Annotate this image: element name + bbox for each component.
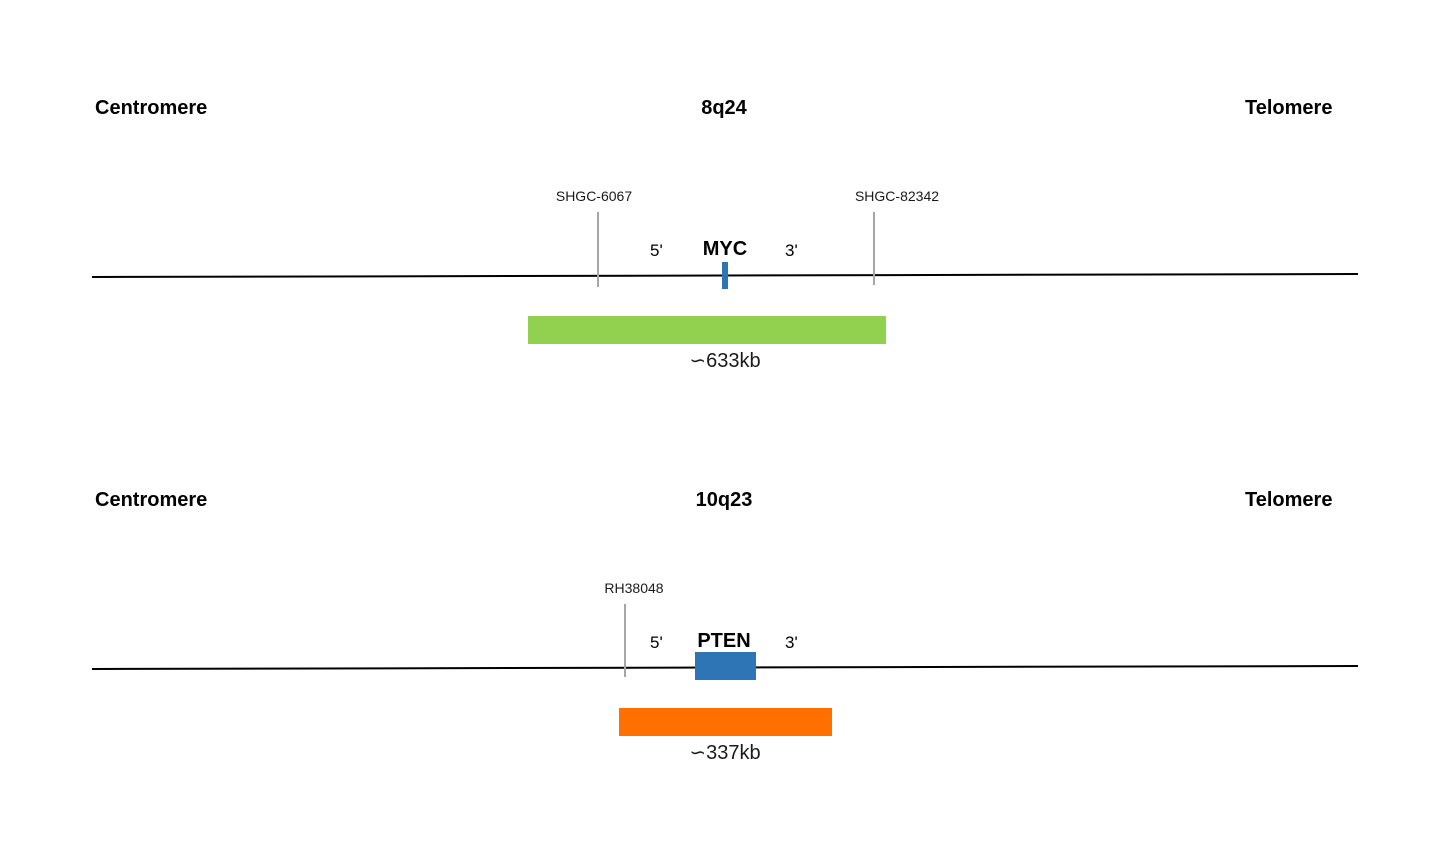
three-prime-label: 3' <box>785 241 798 260</box>
probe-bar <box>619 708 832 736</box>
panel-8q24: Centromere 8q24 Telomere SHGC-6067 SHGC-… <box>0 0 1453 392</box>
centromere-label: Centromere <box>95 97 208 119</box>
marker-line-left <box>624 604 626 677</box>
gene-label: PTEN <box>697 630 751 652</box>
marker-line-right <box>873 212 875 285</box>
probe-size-label: ∽633kb <box>689 350 761 372</box>
marker-label-left: SHGC-6067 <box>555 188 633 204</box>
gene-box <box>695 652 756 680</box>
telomere-label: Telomere <box>1245 97 1333 119</box>
band-label: 8q24 <box>701 97 747 119</box>
marker-label-left: RH38048 <box>604 580 664 596</box>
centromere-label: Centromere <box>95 489 208 511</box>
five-prime-label: 5' <box>650 241 663 260</box>
gene-label: MYC <box>702 238 748 260</box>
marker-label-right: SHGC-82342 <box>854 188 940 204</box>
five-prime-label: 5' <box>650 633 663 652</box>
band-label: 10q23 <box>695 489 753 511</box>
marker-line-left <box>597 212 599 287</box>
panel-10q23: Centromere 10q23 Telomere RH38048 5' PTE… <box>0 392 1453 784</box>
three-prime-label: 3' <box>785 633 798 652</box>
gene-box <box>722 262 728 289</box>
probe-bar <box>528 316 886 344</box>
telomere-label: Telomere <box>1245 489 1333 511</box>
probe-size-label: ∽337kb <box>689 742 761 764</box>
